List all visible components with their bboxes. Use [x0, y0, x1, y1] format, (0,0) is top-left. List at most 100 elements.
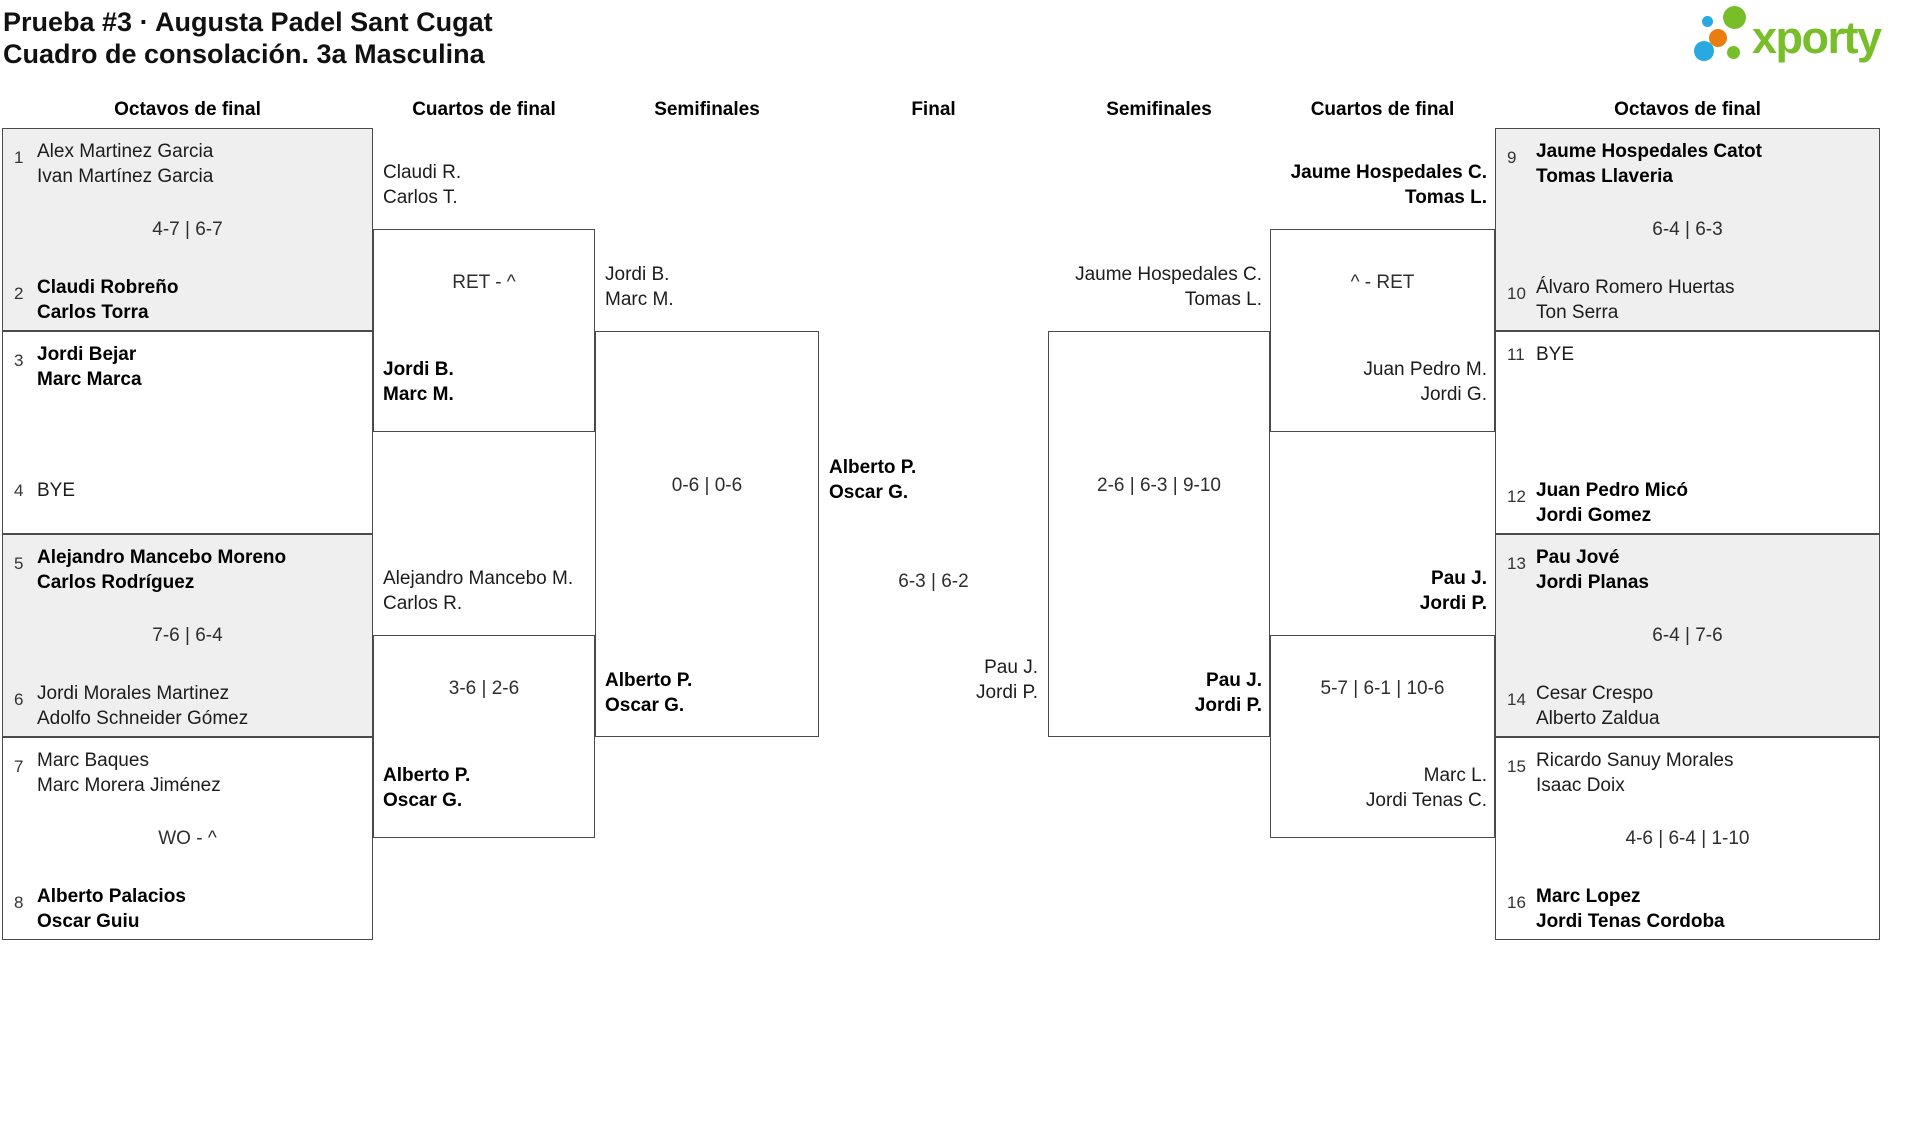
player-name: Carlos Rodríguez	[37, 572, 195, 593]
round-header-octavos-right: Octavos de final	[1614, 99, 1761, 120]
team-entry: Cesar Crespo Alberto Zaldua	[1536, 681, 1871, 731]
seed-number: 10	[1507, 284, 1526, 303]
logo-dot-green-small-icon	[1727, 46, 1740, 59]
team-entry: Juan Pedro Micó Jordi Gomez	[1536, 478, 1871, 528]
match-box-cuartos-3	[1270, 229, 1495, 432]
player-name: Alberto P.	[383, 765, 471, 786]
xporty-logo: xporty	[1690, 0, 1920, 80]
player-name: Marc L.	[1423, 765, 1487, 786]
team-entry: Jordi Bejar Marc Marca	[37, 342, 364, 392]
player-name: Marc Lopez	[1536, 886, 1641, 907]
match-score: ^ - RET	[1350, 272, 1415, 293]
seed-number: 16	[1507, 893, 1526, 912]
team-entry: Alejandro Mancebo Moreno Carlos Rodrígue…	[37, 545, 364, 595]
player-name: Jordi B.	[383, 359, 454, 380]
player-name: Alberto P.	[829, 457, 917, 478]
match-box-semifinal-1	[595, 331, 819, 737]
seed-number: 13	[1507, 554, 1526, 573]
player-name: Jordi Planas	[1536, 572, 1649, 593]
player-name: Jordi Morales Martinez	[37, 683, 230, 704]
seed-number: 11	[1507, 345, 1525, 364]
team-entry: Álvaro Romero Huertas Ton Serra	[1536, 275, 1871, 325]
player-name: Ricardo Sanuy Morales	[1536, 750, 1734, 771]
player-name: Jaume Hospedales C.	[1290, 162, 1487, 183]
team-entry: Marc Baques Marc Morera Jiménez	[37, 748, 364, 798]
page-title: Prueba #3 · Augusta Padel Sant Cugat	[3, 7, 493, 37]
logo-dot-blue-small-icon	[1702, 16, 1713, 27]
player-name: Tomas L.	[1184, 289, 1262, 310]
match-score: RET - ^	[452, 272, 516, 293]
match-score: 4-7 | 6-7	[152, 219, 223, 240]
team-entry: Jaume Hospedales C. Tomas L.	[1058, 262, 1262, 312]
player-name: Jordi P.	[976, 682, 1038, 703]
player-name: Marc M.	[383, 384, 454, 405]
team-entry: Marc Lopez Jordi Tenas Cordoba	[1536, 884, 1871, 934]
match-score: 2-6 | 6-3 | 9-10	[1097, 475, 1221, 496]
team-entry: Pau J. Jordi P.	[1287, 566, 1487, 616]
player-name: Marc Baques	[37, 750, 149, 771]
team-entry: Jordi Morales Martinez Adolfo Schneider …	[37, 681, 364, 731]
player-name: Pau J.	[984, 657, 1038, 678]
player-name: Marc Marca	[37, 369, 142, 390]
final-score: 6-3 | 6-2	[898, 571, 969, 592]
team-entry: Pau J. Jordi P.	[1058, 668, 1262, 718]
seed-number: 1	[14, 148, 24, 167]
player-name: Claudi Robreño	[37, 277, 179, 298]
match-box-semifinal-2	[1048, 331, 1270, 737]
player-name: Jaume Hospedales C.	[1075, 264, 1262, 285]
player-name: Cesar Crespo	[1536, 683, 1654, 704]
player-name: Jordi P.	[1194, 695, 1262, 716]
match-box-octavos-6: 11 BYE 12 Juan Pedro Micó Jordi Gomez	[1495, 331, 1880, 534]
round-header-final: Final	[911, 99, 956, 120]
match-score: WO - ^	[158, 828, 217, 849]
match-score: 6-4 | 7-6	[1652, 625, 1723, 646]
player-name: Jaume Hospedales Catot	[1536, 141, 1762, 162]
player-name: Jordi Tenas C.	[1365, 790, 1487, 811]
player-name: Jordi Gomez	[1536, 505, 1652, 526]
team-entry: Alberto P. Oscar G.	[605, 668, 810, 718]
player-name: Oscar G.	[605, 695, 685, 716]
player-name: Jordi G.	[1420, 384, 1487, 405]
team-entry: Alejandro Mancebo M. Carlos R.	[383, 566, 588, 616]
match-box-octavos-5: 9 Jaume Hospedales Catot Tomas Llaveria …	[1495, 128, 1880, 331]
team-entry: Jaume Hospedales Catot Tomas Llaveria	[1536, 139, 1871, 189]
match-box-octavos-4: 7 Marc Baques Marc Morera Jiménez WO - ^…	[2, 737, 373, 940]
player-name: Alex Martinez Garcia	[37, 141, 214, 162]
seed-number: 5	[14, 554, 24, 573]
round-header-cuartos-right: Cuartos de final	[1310, 99, 1455, 120]
player-name: Isaac Doix	[1536, 775, 1625, 796]
seed-number: 4	[14, 481, 24, 500]
seed-number: 14	[1507, 690, 1526, 709]
team-entry: Pau Jové Jordi Planas	[1536, 545, 1871, 595]
player-name: Álvaro Romero Huertas	[1536, 277, 1735, 298]
player-name: Oscar G.	[829, 482, 909, 503]
seed-number: 15	[1507, 757, 1526, 776]
match-score: 6-4 | 6-3	[1652, 219, 1723, 240]
team-entry: Alberto P. Oscar G.	[383, 763, 588, 813]
player-name: BYE	[1536, 344, 1575, 365]
final-winner: Alberto P. Oscar G.	[829, 455, 1034, 505]
team-entry: Claudi R. Carlos T.	[383, 160, 588, 210]
team-entry: Jordi B. Marc M.	[383, 357, 588, 407]
player-name: Oscar Guiu	[37, 911, 140, 932]
team-entry: Juan Pedro M. Jordi G.	[1287, 357, 1487, 407]
team-entry: Claudi Robreño Carlos Torra	[37, 275, 364, 325]
match-score: 5-7 | 6-1 | 10-6	[1320, 678, 1445, 699]
team-entry: Ricardo Sanuy Morales Isaac Doix	[1536, 748, 1871, 798]
round-header-semis-left: Semifinales	[654, 99, 760, 120]
player-name: Jordi Tenas Cordoba	[1536, 911, 1725, 932]
player-name: Alejandro Mancebo M.	[383, 568, 574, 589]
player-name: Carlos R.	[383, 593, 463, 614]
player-name: Ton Serra	[1536, 302, 1619, 323]
match-box-octavos-8: 15 Ricardo Sanuy Morales Isaac Doix 4-6 …	[1495, 737, 1880, 940]
match-box-octavos-1: 1 Alex Martinez Garcia Ivan Martínez Gar…	[2, 128, 373, 331]
match-score: 0-6 | 0-6	[671, 475, 743, 496]
player-name: Juan Pedro Micó	[1536, 480, 1689, 501]
team-entry: Alex Martinez Garcia Ivan Martínez Garci…	[37, 139, 364, 189]
player-name: Alberto Zaldua	[1536, 708, 1660, 729]
player-name: Juan Pedro M.	[1363, 359, 1487, 380]
match-box-octavos-3: 5 Alejandro Mancebo Moreno Carlos Rodríg…	[2, 534, 373, 737]
player-name: Pau J.	[1431, 568, 1487, 589]
player-name: Jordi B.	[605, 264, 670, 285]
player-name: Tomas Llaveria	[1536, 166, 1673, 187]
